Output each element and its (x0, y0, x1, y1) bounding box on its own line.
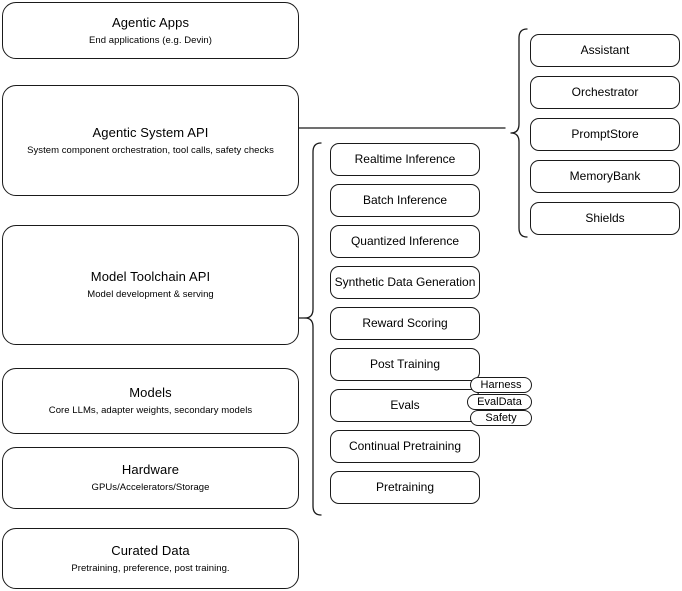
layer-card-model-toolchain-api[interactable]: Model Toolchain API Model development & s… (2, 225, 299, 345)
evals-pill-evaldata[interactable]: EvalData (467, 394, 532, 410)
evals-pill-harness[interactable]: Harness (470, 377, 532, 393)
layer-card-agentic-system-api[interactable]: Agentic System API System component orche… (2, 85, 299, 196)
system-component-chip-label: Assistant (580, 43, 630, 57)
system-component-chip-label: PromptStore (571, 127, 639, 141)
layer-title: Agentic Apps (111, 14, 190, 30)
layer-title: Agentic System API (92, 124, 209, 140)
layer-subtitle: End applications (e.g. Devin) (89, 34, 212, 46)
capability-chip-post-training[interactable]: Post Training (330, 348, 480, 381)
capability-chip-label: Batch Inference (362, 193, 448, 207)
layer-subtitle: GPUs/Accelerators/Storage (91, 482, 210, 493)
system-component-chip-shields[interactable]: Shields (530, 202, 680, 235)
capability-chip-label: Synthetic Data Generation (334, 275, 476, 289)
system-component-chip-label: Orchestrator (571, 85, 639, 99)
layer-subtitle: System component orchestration, tool cal… (27, 144, 274, 156)
system-component-chip-memorybank[interactable]: MemoryBank (530, 160, 680, 193)
system-component-chip-label: MemoryBank (569, 169, 641, 183)
capability-chip-label: Pretraining (375, 480, 435, 494)
capability-chip-realtime-inference[interactable]: Realtime Inference (330, 143, 480, 176)
capability-chip-label: Continual Pretraining (348, 439, 462, 453)
capability-chip-pretraining[interactable]: Pretraining (330, 471, 480, 504)
layer-title: Hardware (121, 462, 180, 477)
capability-chip-label: Post Training (369, 357, 441, 371)
layer-subtitle: Pretraining, preference, post training. (71, 562, 230, 574)
layer-title: Model Toolchain API (90, 269, 211, 284)
brace-toolchain-capabilities (304, 142, 322, 516)
layer-title: Models (129, 385, 172, 400)
system-component-chip-orchestrator[interactable]: Orchestrator (530, 76, 680, 109)
layer-subtitle: Core LLMs, adapter weights, secondary mo… (48, 405, 253, 416)
layer-subtitle: Model development & serving (87, 289, 214, 300)
capability-chip-label: Reward Scoring (362, 316, 448, 330)
system-component-chip-label: Shields (585, 211, 625, 225)
capability-chip-synthetic-data-generation[interactable]: Synthetic Data Generation (330, 266, 480, 299)
layer-title: Curated Data (111, 542, 190, 558)
capability-chip-label: Evals (390, 398, 420, 412)
capability-chip-evals[interactable]: Evals (330, 389, 480, 422)
brace-system-components (510, 28, 528, 238)
system-component-chip-assistant[interactable]: Assistant (530, 34, 680, 67)
capability-chip-label: Realtime Inference (354, 152, 456, 166)
capability-chip-batch-inference[interactable]: Batch Inference (330, 184, 480, 217)
capability-chip-label: Quantized Inference (350, 234, 460, 248)
capability-chip-continual-pretraining[interactable]: Continual Pretraining (330, 430, 480, 463)
capability-chip-reward-scoring[interactable]: Reward Scoring (330, 307, 480, 340)
evals-pill-safety[interactable]: Safety (470, 410, 532, 426)
system-component-chip-promptstore[interactable]: PromptStore (530, 118, 680, 151)
capability-chip-quantized-inference[interactable]: Quantized Inference (330, 225, 480, 258)
